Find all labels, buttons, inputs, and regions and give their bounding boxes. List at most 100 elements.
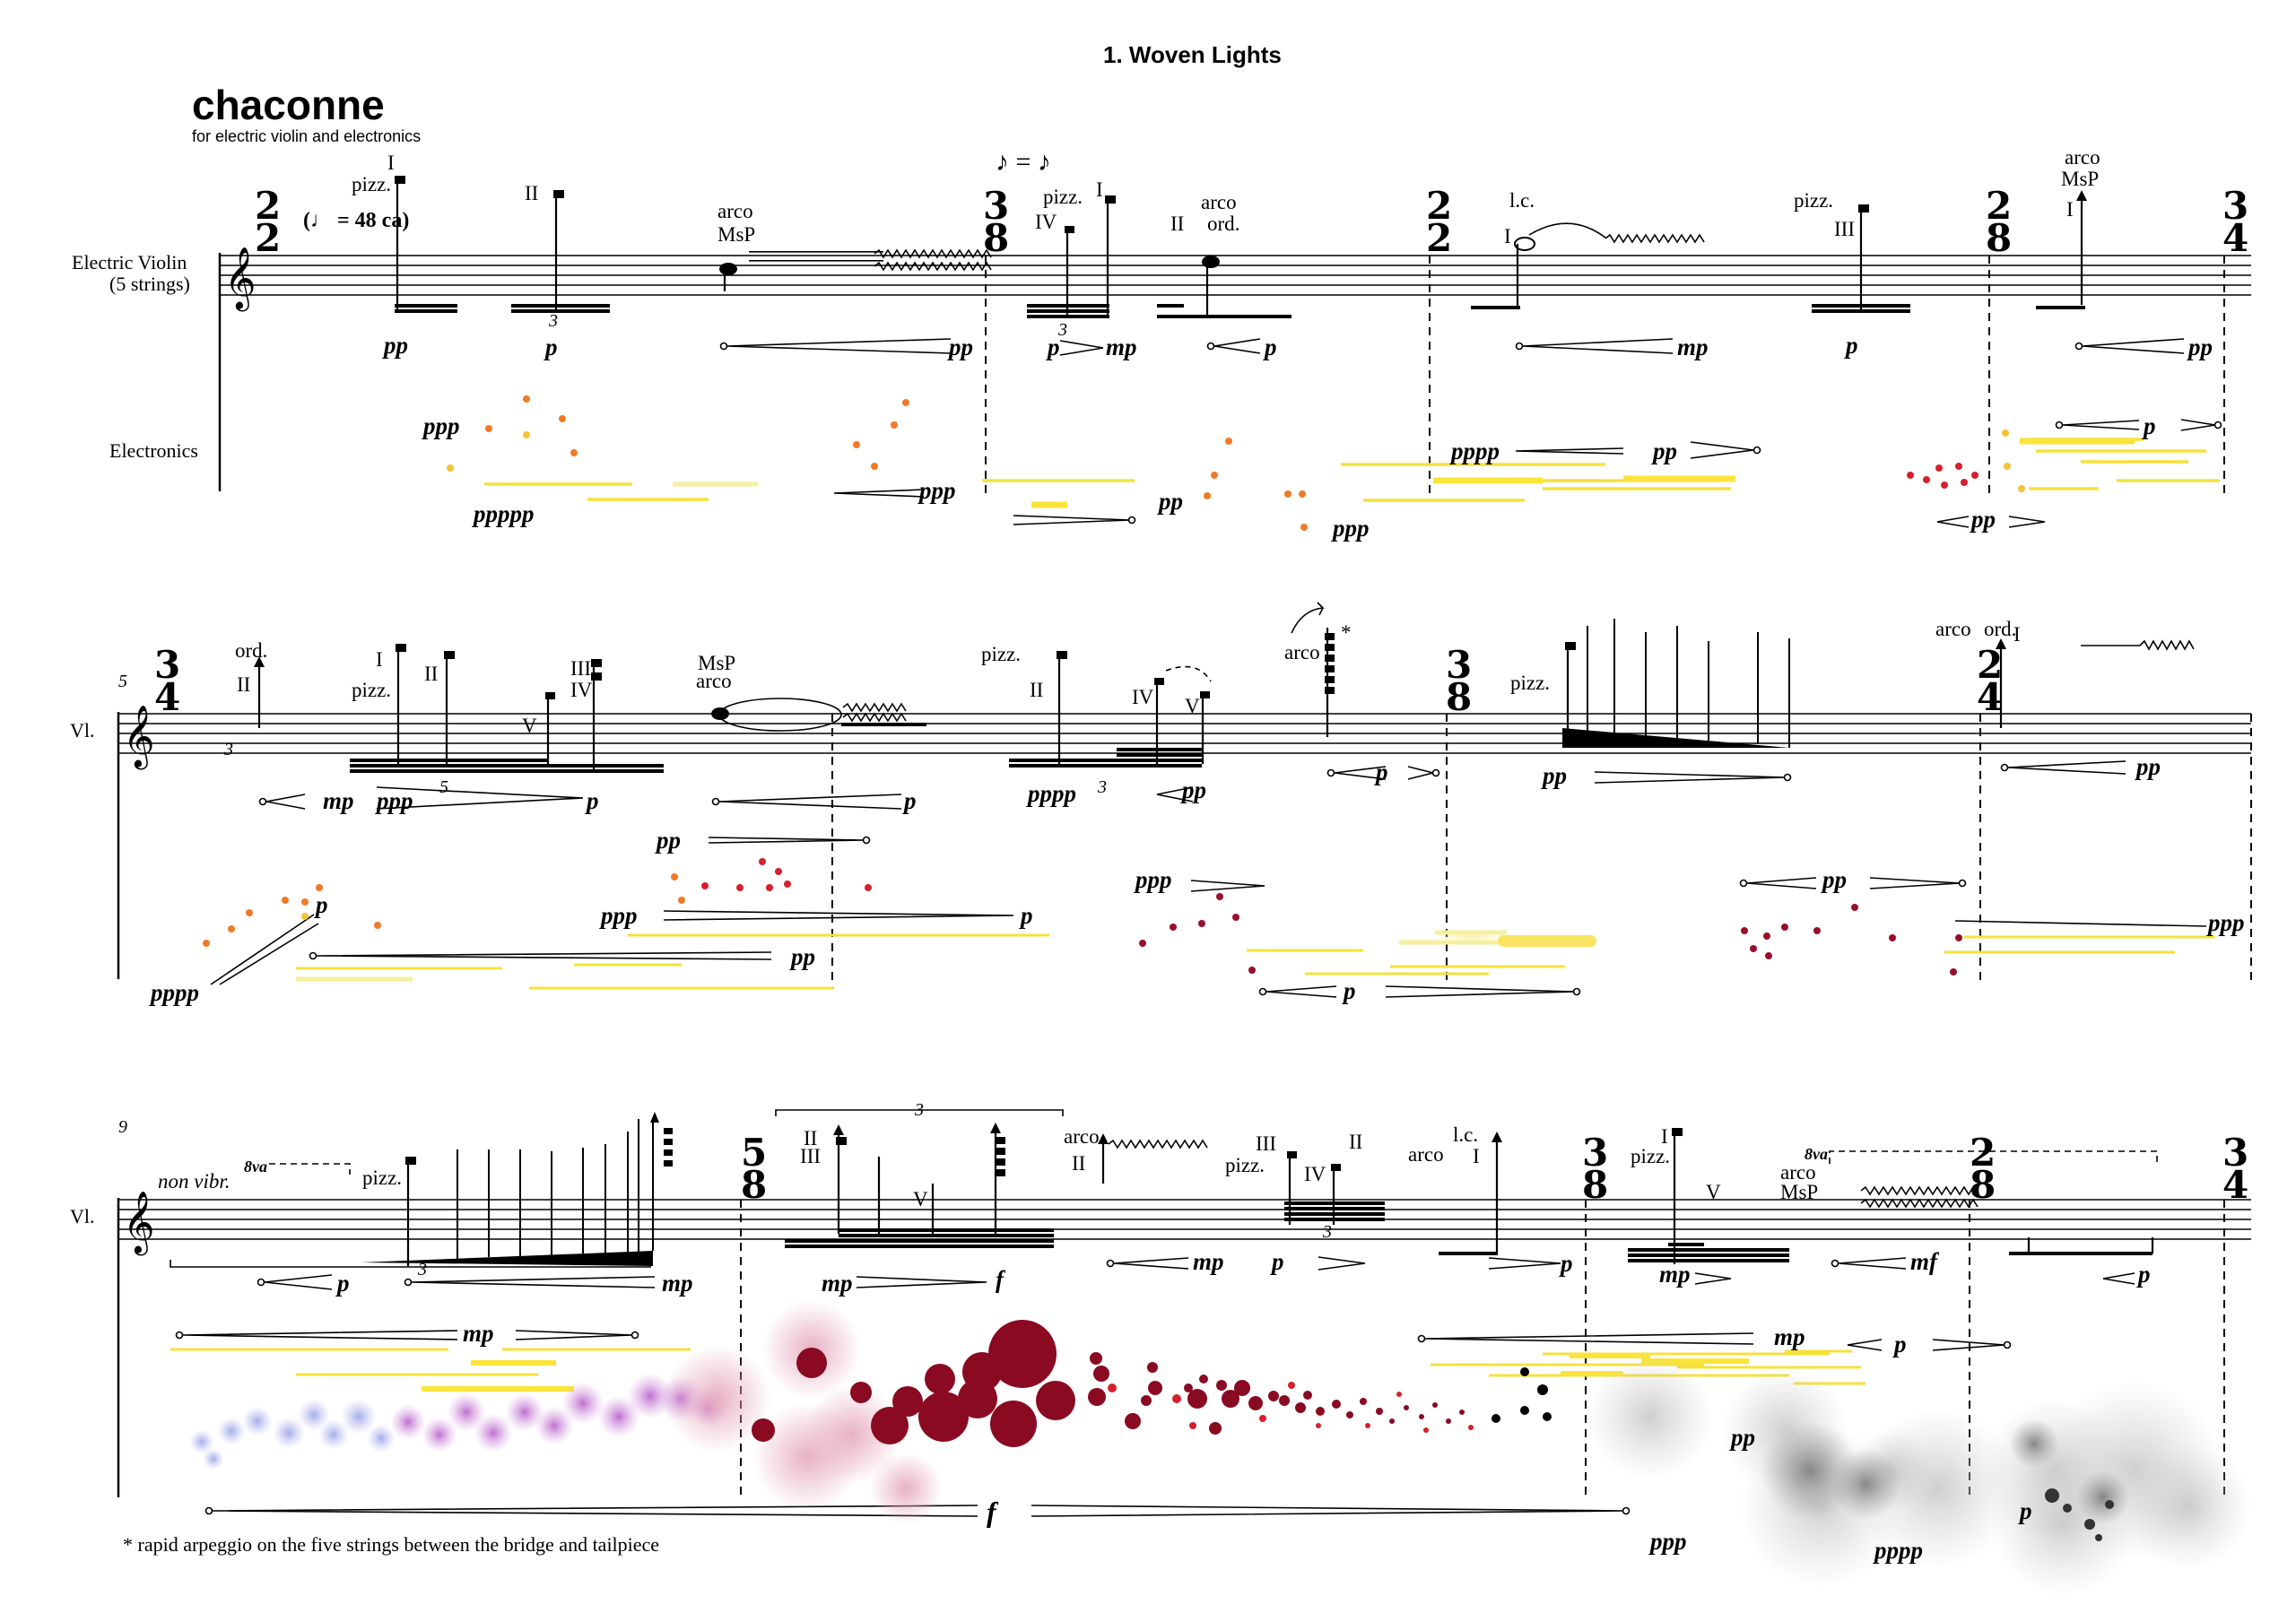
s2-mark-III: III xyxy=(570,657,591,680)
s3-el-p: p xyxy=(1894,1331,1907,1357)
s2-mark-arco-2: arco xyxy=(1284,641,1320,664)
electronics-system-2 xyxy=(203,858,2215,990)
s3-dyn-p-3: p xyxy=(1561,1250,1573,1277)
footnote: * rapid arpeggio on the five strings bet… xyxy=(123,1533,660,1556)
s1-mark-I-3: I xyxy=(1504,225,1511,247)
s1-mark-msp-2: MsP xyxy=(2061,168,2100,190)
s2-el-ppp: ppp xyxy=(601,902,638,929)
s2-dyn-p-3: p xyxy=(1376,759,1388,785)
s3-tuplet-3: 3 xyxy=(418,1260,427,1279)
s2-mark-II-3: II xyxy=(1030,679,1044,701)
s2-mark-arco-3: arco xyxy=(1935,618,1971,640)
s1-mark-arco: arco xyxy=(718,200,753,222)
s1-mark-arco-3: arco xyxy=(2065,146,2100,169)
s3-mark-pizz-2: pizz. xyxy=(1225,1154,1265,1176)
s1-mark-lc: l.c. xyxy=(1509,189,1535,212)
staff-system-2 xyxy=(118,713,2251,754)
movement-title: chaconne xyxy=(192,82,385,128)
s3-mark-lc: l.c. xyxy=(1453,1123,1479,1146)
s3-mark-8va: 8va xyxy=(244,1158,267,1175)
s1-tuplet-3: 3 xyxy=(549,311,558,331)
s2-el-pp-3: pp xyxy=(1822,866,1847,893)
s1-mark-pizz-2: pizz. xyxy=(1043,186,1083,208)
violin-strings-label: (5 strings) xyxy=(109,273,190,295)
subtitle: for electric violin and electronics xyxy=(192,127,422,145)
s1-mark-pizz-3: pizz. xyxy=(1794,189,1834,212)
s1-mark-I-2: I xyxy=(1096,178,1103,201)
s2-mark-msp: MsP xyxy=(698,652,736,674)
s3-dyn-mp-4: mp xyxy=(1659,1261,1691,1288)
violin-label: Electric Violin xyxy=(72,251,187,273)
s2-el-ppp-3: ppp xyxy=(2208,909,2245,936)
s2-mark-I: I xyxy=(376,648,383,671)
s3-mark-V-2: V xyxy=(1706,1181,1721,1203)
s1-mark-I-4: I xyxy=(2066,198,2074,221)
s1-el-ppp-3: ppp xyxy=(1333,515,1370,542)
s3-mark-pizz-3: pizz. xyxy=(1631,1145,1671,1167)
s2-tuplet-5: 5 xyxy=(439,777,448,797)
s1-tuplet-3b: 3 xyxy=(1058,320,1067,340)
s3-dyn-p: p xyxy=(337,1270,350,1297)
s2-mark-asterisk: * xyxy=(1341,621,1352,644)
s3-mark-II-3: II xyxy=(1349,1131,1363,1153)
s1-dyn-pp-2: pp xyxy=(949,334,973,360)
s1-el-p: p xyxy=(2144,412,2156,439)
s3-dyn-mp-2: mp xyxy=(822,1270,853,1297)
s3-mark-arco-3: arco xyxy=(1780,1161,1816,1184)
s3-mark-arco-2: arco xyxy=(1408,1143,1444,1166)
measure-number-9: 9 xyxy=(118,1117,127,1137)
s2-dyn-mp: mp xyxy=(323,787,354,814)
s2-el-p-2: p xyxy=(1021,902,1033,929)
s3-el-mp-2: mp xyxy=(1774,1323,1805,1350)
s2-tuplet-3b: 3 xyxy=(1098,777,1107,797)
s1-mark-IV: IV xyxy=(1035,211,1057,233)
s3-dyn-f: f xyxy=(996,1266,1004,1293)
s2-el-ppp-2: ppp xyxy=(1135,866,1172,893)
s3-dyn-mp: mp xyxy=(662,1270,693,1297)
violin-notes-system-2 xyxy=(254,602,2195,773)
s1-mark-pizz: pizz. xyxy=(352,173,392,195)
s3-el-pppp: pppp xyxy=(1874,1537,1923,1564)
treble-clef-2: 𝄞 xyxy=(123,705,154,769)
s3-mark-pizz: pizz. xyxy=(362,1167,403,1189)
measure-number-5: 5 xyxy=(118,672,127,691)
s2-el-p-3: p xyxy=(1344,977,1356,1004)
violin-notes-system-1 xyxy=(395,176,2087,318)
s2-mark-II-2: II xyxy=(424,663,439,685)
s3-dyn-p-2: p xyxy=(1272,1248,1284,1275)
piece-title: 1. Woven Lights xyxy=(1103,41,1282,68)
treble-clef-1: 𝄞 xyxy=(224,247,256,311)
tempo-marking: (♩ = 48 ca) xyxy=(303,209,410,232)
s2-el-pp: pp xyxy=(657,827,681,854)
s1-dyn-p-4: p xyxy=(1846,332,1858,359)
s1-dyn-mp: mp xyxy=(1106,334,1137,360)
s1-dyn-mp-2: mp xyxy=(1677,334,1709,360)
s2-mark-arco: arco xyxy=(696,670,732,692)
s3-mark-III-2: III xyxy=(1256,1132,1276,1155)
s3-el-f: f xyxy=(987,1496,996,1528)
s2-mark-ord: ord. xyxy=(235,639,268,662)
s1-dyn-pp: pp xyxy=(384,332,408,359)
s1-mark-I: I xyxy=(387,152,395,174)
s2-dyn-p: p xyxy=(587,787,599,814)
s1-dyn-p-3: p xyxy=(1265,334,1277,360)
s1-el-ppp-2: ppp xyxy=(919,477,956,504)
s2-dyn-pp-3: pp xyxy=(2136,753,2161,780)
s2-el-pppp: pppp xyxy=(151,979,199,1006)
s1-mark-II-2: II xyxy=(1170,213,1185,235)
violin-notes-system-3 xyxy=(170,1109,2158,1268)
violin-short-label-3: Vl. xyxy=(70,1205,95,1227)
hairpins-system-1 xyxy=(719,338,2222,528)
s3-dyn-mf: mf xyxy=(1910,1248,1937,1275)
violin-short-label-2: Vl. xyxy=(70,719,95,742)
s1-mark-III: III xyxy=(1834,218,1855,240)
s2-mark-V-2: V xyxy=(1185,695,1200,717)
metric-modulation: ♪ = ♪ xyxy=(996,147,1051,177)
s3-mark-II: II xyxy=(804,1127,818,1149)
s2-mark-II: II xyxy=(237,673,251,696)
